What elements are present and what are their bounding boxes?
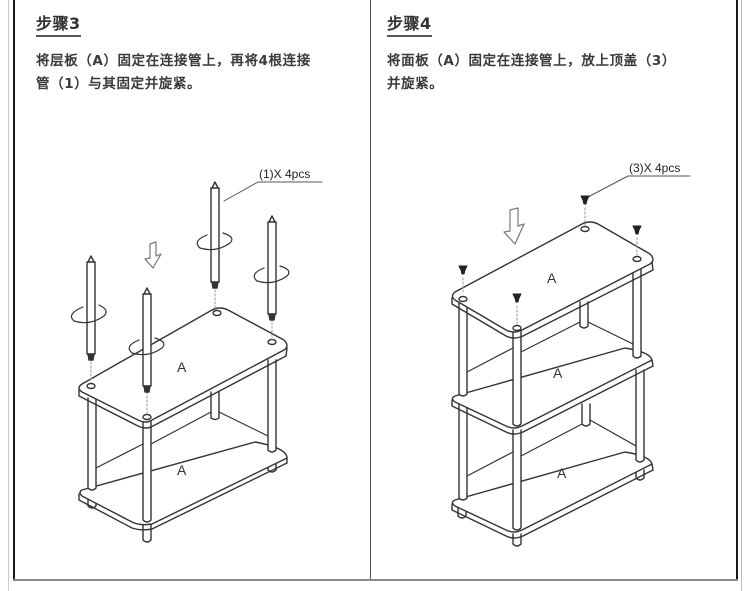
step-4-middle-shelf: A	[451, 347, 654, 435]
step-4-callout: (3)X 4pcs	[587, 161, 691, 198]
step-3-callout-label: (1)X 4pcs	[259, 167, 310, 181]
step-4-bottom-shelf: A	[451, 451, 654, 539]
step-3-bottom-legs	[87, 457, 277, 543]
step-3-panel: 步骤3 将层板（A）固定在连接管上，再将4根连接 管（1）与其固定并旋紧。	[15, 0, 370, 578]
step-4-instruction-line-2: 并旋紧。	[387, 76, 444, 92]
step-3-callout: (1)X 4pcs	[223, 167, 323, 202]
step-4-instructions: 将面板（A）固定在连接管上，放上顶盖（3） 并旋紧。	[387, 50, 727, 96]
panel-divider	[370, 0, 371, 580]
frame-border-left	[13, 0, 15, 580]
screw-cap-icon	[580, 195, 590, 226]
bottom-border	[13, 579, 738, 581]
step-3-instructions: 将层板（A）固定在连接管上，再将4根连接 管（1）与其固定并旋紧。	[36, 50, 366, 96]
rotate-arrow-icon	[253, 265, 290, 284]
connector-tube	[128, 287, 165, 415]
step-4-screw-caps	[458, 195, 642, 325]
outer-border-left	[8, 0, 9, 591]
step-4-instruction-line-1: 将面板（A）固定在连接管上，放上顶盖（3）	[387, 53, 676, 69]
rotate-arrow-icon	[196, 232, 233, 251]
step-4-lower-posts	[458, 369, 645, 531]
step-4-title: 步骤4	[387, 10, 432, 37]
connector-tube	[196, 181, 233, 311]
step-3-middle-posts	[87, 359, 277, 523]
step-3-instruction-line-1: 将层板（A）固定在连接管上，再将4根连接	[36, 53, 311, 69]
step-4-upper-posts	[458, 265, 642, 427]
step-4-shelf-label-top: A	[547, 270, 557, 286]
connector-tube	[253, 215, 290, 341]
step-4-callout-label: (3)X 4pcs	[629, 161, 680, 175]
step-3-instruction-line-2: 管（1）与其固定并旋紧。	[36, 76, 202, 92]
step-3-shelf-label-bottom: A	[177, 462, 187, 478]
step-3-shelf-label-top: A	[177, 359, 187, 375]
rotate-arrow-icon	[70, 304, 107, 324]
screw-cap-icon	[458, 265, 468, 295]
step-3-top-shelf: A	[78, 307, 288, 429]
step-3-title: 步骤3	[36, 10, 81, 37]
step-4-top-panel: A	[451, 221, 654, 339]
step-3-connector-tubes	[70, 181, 290, 415]
outer-border-right	[741, 0, 742, 591]
step-4-drawing: (3)X 4pcs A	[451, 161, 691, 547]
step-4-panel: 步骤4 将面板（A）固定在连接管上，放上顶盖（3） 并旋紧。	[371, 0, 736, 578]
step-3-bottom-shelf: A	[78, 441, 288, 531]
screw-cap-icon	[632, 225, 642, 256]
step-3-drawing: (1)X 4pcs A	[70, 167, 323, 543]
down-arrow-icon	[503, 207, 525, 245]
down-arrow-icon	[144, 241, 162, 269]
screw-cap-icon	[512, 293, 522, 325]
step-4-shelf-label-bottom: A	[557, 465, 567, 481]
rotate-arrow-icon	[128, 337, 165, 356]
step-4-shelf-label-middle: A	[553, 365, 563, 381]
connector-tube	[70, 255, 107, 383]
frame-border-right	[736, 0, 738, 580]
